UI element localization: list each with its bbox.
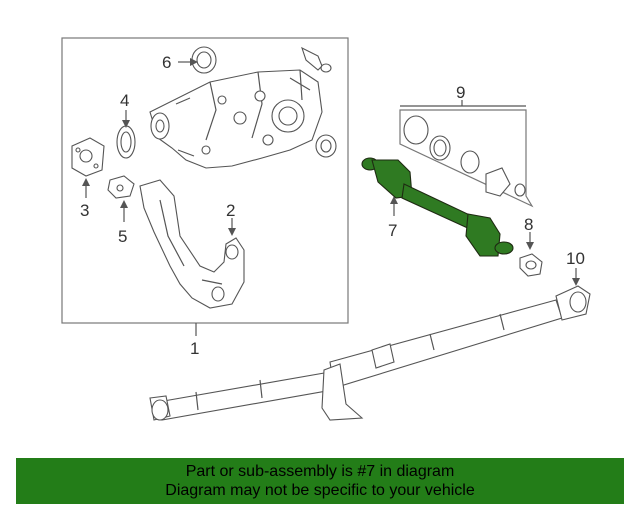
banner-line-2: Diagram may not be specific to your vehi… bbox=[165, 482, 475, 499]
callout-5: 5 bbox=[118, 227, 127, 246]
callout-1: 1 bbox=[190, 339, 199, 358]
seal-6[interactable] bbox=[191, 46, 217, 74]
seal-4[interactable] bbox=[116, 125, 136, 159]
differential-housing[interactable] bbox=[149, 69, 323, 169]
callout-4: 4 bbox=[120, 91, 129, 110]
drive-shaft-10[interactable] bbox=[149, 285, 591, 421]
assembly-1-box bbox=[61, 37, 349, 324]
side-plug[interactable] bbox=[315, 134, 337, 158]
boot-kit-9[interactable] bbox=[403, 115, 526, 197]
vent-bolt[interactable] bbox=[301, 46, 332, 73]
banner-line-1: Part or sub-assembly is #7 in diagram bbox=[185, 463, 455, 480]
callout-6: 6 bbox=[162, 53, 171, 72]
callout-7: 7 bbox=[388, 221, 397, 240]
boot-kit-9-box bbox=[399, 109, 534, 208]
axle-nut-8[interactable] bbox=[519, 253, 543, 277]
callout-8: 8 bbox=[524, 215, 533, 234]
callout-2: 2 bbox=[226, 201, 235, 220]
callout-10: 10 bbox=[566, 249, 585, 268]
callout-leaders bbox=[82, 58, 580, 336]
parts-diagram: 1 2 3 4 5 6 7 8 9 10 bbox=[61, 37, 591, 421]
info-banner: Part or sub-assembly is #7 in diagram Di… bbox=[16, 458, 624, 504]
mount-bracket-2[interactable] bbox=[139, 179, 245, 309]
flange-3[interactable] bbox=[71, 137, 105, 177]
callout-9: 9 bbox=[456, 83, 465, 102]
axle-shaft-7[interactable] bbox=[361, 157, 514, 257]
callout-3: 3 bbox=[80, 201, 89, 220]
nut-5[interactable] bbox=[107, 175, 135, 199]
